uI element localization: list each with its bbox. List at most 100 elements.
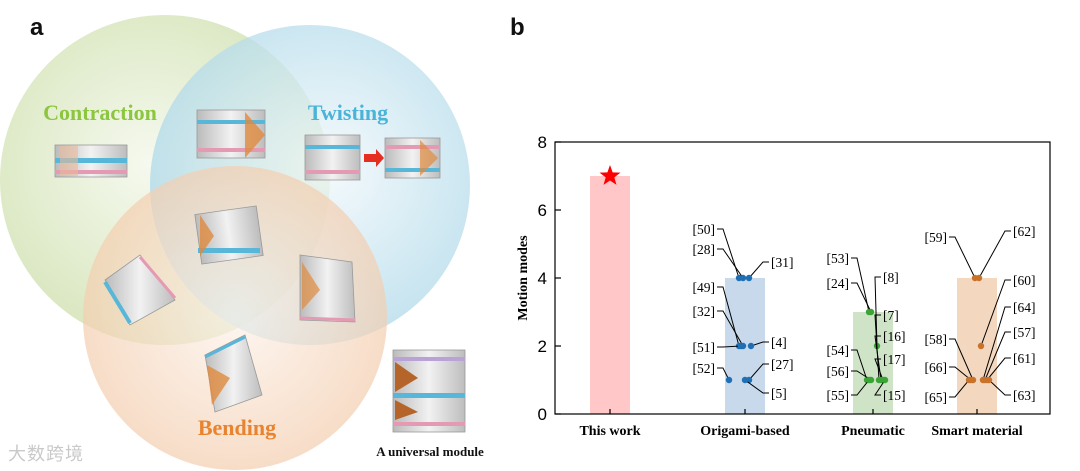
bending-circle: [83, 166, 387, 470]
twisting-label: Twisting: [308, 100, 388, 125]
data-point: [965, 376, 973, 384]
leader-line: [717, 286, 740, 347]
ref-label: [49]: [693, 280, 716, 295]
ref-label: [5]: [771, 386, 787, 401]
ref-label: [60]: [1013, 273, 1036, 288]
panel-b-label: b: [510, 14, 525, 41]
data-point: [739, 274, 747, 282]
ref-label: [15]: [883, 388, 906, 403]
leader-line: [851, 257, 870, 313]
leader-line: [984, 331, 1011, 381]
leader-line: [874, 358, 884, 381]
ref-label: [54]: [827, 343, 850, 358]
leader-line: [982, 306, 1011, 381]
data-point: [977, 342, 985, 350]
leader-line: [851, 379, 870, 396]
leader-line: [949, 366, 972, 381]
data-point: [867, 308, 875, 316]
leader-line: [851, 349, 868, 381]
contraction-label: Contraction: [43, 100, 157, 125]
leader-line: [978, 230, 1011, 279]
ref-label: [61]: [1013, 351, 1036, 366]
module-bend-bottom: [204, 334, 263, 413]
ref-label: [28]: [693, 242, 716, 257]
y-tick-label: 6: [538, 201, 547, 220]
ref-label: [24]: [827, 276, 850, 291]
ref-label: [63]: [1013, 388, 1036, 403]
x-tick-label: Pneumatic: [841, 424, 905, 439]
data-point: [865, 376, 873, 384]
ref-label: [55]: [827, 388, 850, 403]
leader-line: [874, 379, 886, 396]
module-bend-left: [103, 254, 177, 326]
panel-a-label: a: [30, 14, 44, 41]
data-point: [737, 342, 745, 350]
ref-label: [64]: [1013, 300, 1036, 315]
ref-label: [8]: [883, 270, 899, 285]
module-twist-before: [304, 134, 361, 181]
data-point: [985, 376, 993, 384]
y-axis-label: Motion modes: [516, 235, 531, 321]
leader-line: [748, 363, 769, 381]
leader-line: [717, 310, 744, 347]
y-tick-label: 0: [538, 405, 547, 424]
leader-line: [748, 261, 769, 279]
leader-line: [744, 379, 769, 394]
ref-label: [58]: [925, 332, 948, 347]
ref-label: [7]: [883, 308, 899, 323]
x-tick-label: This work: [579, 424, 640, 439]
data-point: [747, 342, 755, 350]
ref-label: [51]: [693, 340, 716, 355]
leader-line: [986, 357, 1011, 381]
leader-line: [949, 338, 974, 381]
bending-label: Bending: [198, 415, 276, 440]
ref-label: [57]: [1013, 325, 1036, 340]
module-contracted: [54, 144, 128, 178]
leader-line: [717, 248, 744, 279]
ref-label: [62]: [1013, 224, 1036, 239]
leader-line: [980, 279, 1011, 347]
x-tick-label: Smart material: [931, 424, 1022, 439]
universal-module: [392, 349, 466, 433]
ref-label: [27]: [771, 357, 794, 372]
module-bend-right: [299, 254, 356, 323]
data-point: [745, 274, 753, 282]
ref-label: [31]: [771, 255, 794, 270]
leader-line: [717, 345, 742, 348]
module-caption: A universal module: [376, 444, 484, 459]
leader-line: [988, 379, 1011, 396]
y-tick-label: 8: [538, 133, 547, 152]
bar-smart-material: [957, 278, 997, 414]
data-point: [725, 376, 733, 384]
ref-label: [4]: [771, 335, 787, 350]
leader-line: [851, 370, 872, 381]
x-tick-label: Origami-based: [700, 424, 790, 439]
leader-line: [750, 341, 769, 347]
bar-pneumatic: [853, 312, 893, 414]
venn-diagram: Contraction Twisting Bending: [0, 15, 484, 470]
ref-label: [66]: [925, 360, 948, 375]
y-tick-label: 2: [538, 337, 547, 356]
data-point: [881, 376, 889, 384]
ref-label: [56]: [827, 364, 850, 379]
ref-label: [50]: [693, 222, 716, 237]
module-center-top: [196, 109, 266, 159]
data-point: [975, 274, 983, 282]
ref-label: [52]: [693, 361, 716, 376]
ref-label: [65]: [925, 390, 948, 405]
watermark-text: 大数跨境: [8, 444, 84, 465]
this-work-star-point: [599, 165, 621, 185]
ref-label: [32]: [693, 304, 716, 319]
twist-arrow-icon: [364, 149, 384, 167]
leader-line: [949, 236, 976, 279]
bar-this-work: [590, 176, 630, 414]
ref-label: [53]: [827, 251, 850, 266]
y-tick-label: 4: [538, 269, 547, 288]
leader-line: [874, 335, 882, 381]
ref-label: [17]: [883, 352, 906, 367]
leader-line: [717, 367, 730, 381]
module-twist-after: [384, 137, 441, 179]
leader-line: [949, 379, 970, 398]
ref-label: [59]: [925, 230, 948, 245]
